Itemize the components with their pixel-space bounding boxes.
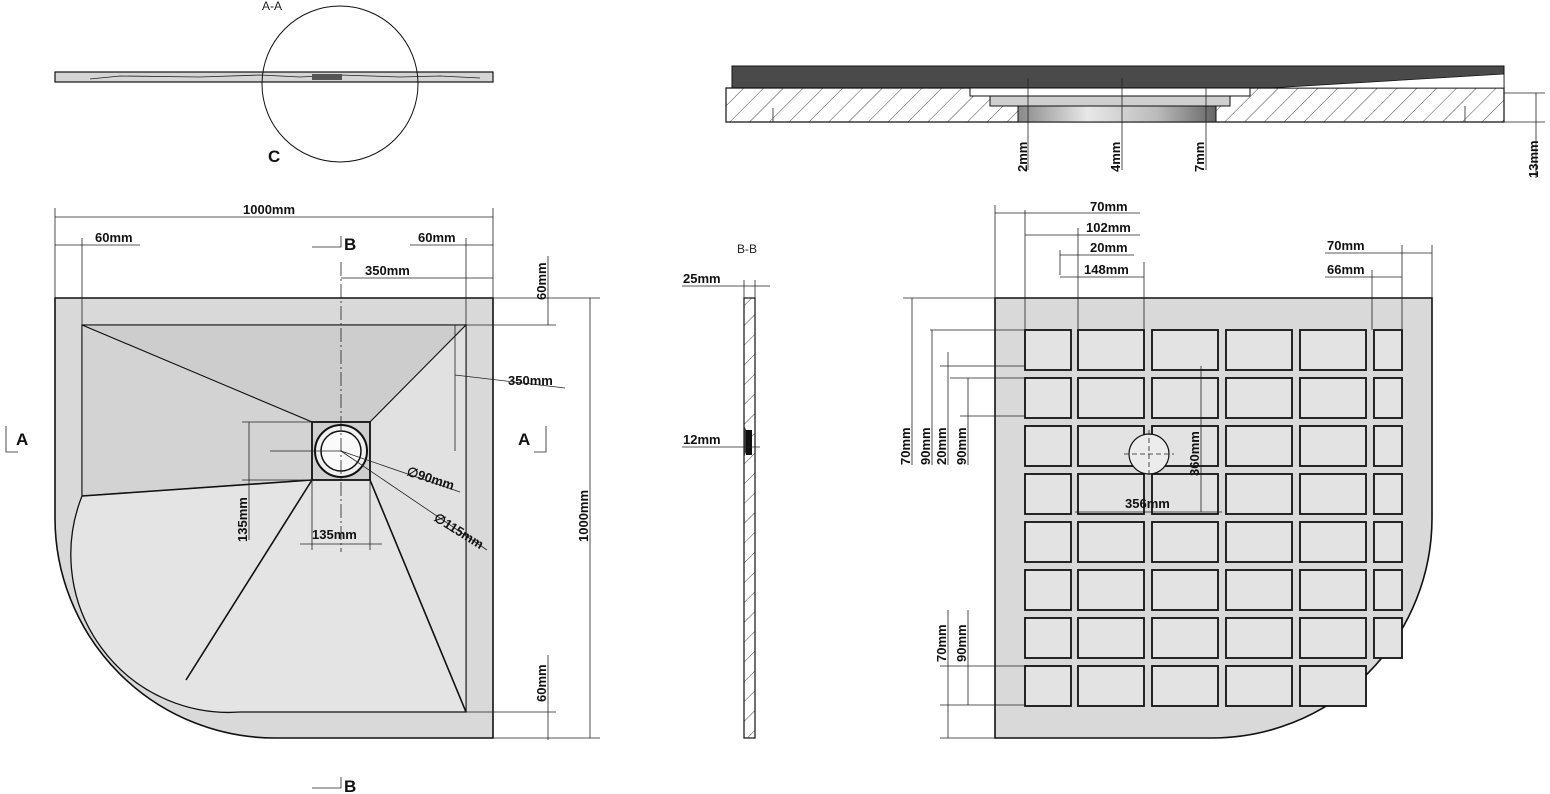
dim-top-102mm: 102mm [1086, 220, 1131, 235]
rib-cell [1024, 617, 1072, 659]
rib-cell [1299, 617, 1367, 659]
rib-cell [1077, 329, 1145, 371]
section-b-marker-bottom: B [344, 777, 356, 794]
dim-top-20mm: 20mm [1090, 240, 1128, 255]
rib-cell [1373, 617, 1403, 659]
rib-cell [1373, 521, 1403, 563]
rib-cell [1299, 665, 1367, 707]
dim-left-bottom-70mm: 70mm [934, 624, 949, 662]
plan-view: 1000mm 60mm 60mm 350mm B B A A 1000mm 60… [5, 202, 600, 794]
dim-left-90mm-b: 90mm [954, 427, 969, 465]
rib-cell [1299, 425, 1367, 467]
dim-margin-left-60mm: 60mm [95, 230, 133, 245]
dim-top-right-70mm: 70mm [1327, 238, 1365, 253]
dim-margin-top-60mm: 60mm [534, 262, 549, 300]
rib-cell [1225, 617, 1293, 659]
dim-hole-360mm: 360mm [1187, 431, 1202, 476]
rib-cell [1373, 425, 1403, 467]
dim-drain-y-350mm: 350mm [508, 373, 553, 388]
dim-height-1000mm: 1000mm [576, 490, 591, 542]
dim-margin-right-60mm: 60mm [418, 230, 456, 245]
rib-cell [1024, 425, 1072, 467]
rib-cell [1225, 569, 1293, 611]
rib-cell [1077, 617, 1145, 659]
dim-hole-356mm: 356mm [1125, 496, 1170, 511]
rib-cell [1225, 329, 1293, 371]
rib-cell [1299, 569, 1367, 611]
section-b-marker-top: B [344, 235, 356, 254]
section-bb-label: B-B [737, 242, 757, 256]
dim-drain-depth-12mm: 12mm [683, 432, 721, 447]
detail-c-label: C [268, 147, 280, 166]
dim-drain-x-350mm: 350mm [365, 263, 410, 278]
rib-cell [1373, 569, 1403, 611]
rib-cell [1077, 521, 1145, 563]
rib-cell [1024, 569, 1072, 611]
rib-cell [1225, 665, 1293, 707]
rib-cell [1151, 473, 1219, 515]
rib-cell [1373, 377, 1403, 419]
dim-top-70mm: 70mm [1090, 199, 1128, 214]
dim-box-h-135mm: 135mm [235, 497, 250, 542]
rib-cell [1151, 377, 1219, 419]
rib-cell [1024, 329, 1072, 371]
rib-cell [1373, 329, 1403, 371]
rib-cell [1299, 521, 1367, 563]
rib-cell [1024, 473, 1072, 515]
rib-cell [1077, 473, 1145, 515]
rib-cell [1024, 521, 1072, 563]
rib-cell [1151, 665, 1219, 707]
section-aa-view: A-A C [54, 0, 494, 166]
rib-cell [1077, 569, 1145, 611]
section-bb-view: B-B 25mm 12mm [682, 242, 770, 739]
rib-cell [1225, 473, 1293, 515]
rib-cell [1299, 473, 1367, 515]
dim-left-bottom-90mm: 90mm [954, 624, 969, 662]
underside-rib-grid [1024, 329, 1403, 707]
section-a-marker-left: A [16, 430, 28, 449]
rib-cell [1151, 329, 1219, 371]
detail-c-view: 2mm 4mm 7mm 13mm [725, 65, 1545, 178]
dim-7mm: 7mm [1192, 142, 1207, 172]
rib-cell [1151, 569, 1219, 611]
dim-top-right-66mm: 66mm [1327, 262, 1365, 277]
dim-box-w-135mm: 135mm [312, 527, 357, 542]
dim-13mm: 13mm [1526, 140, 1541, 178]
section-aa-label: A-A [262, 0, 282, 13]
dim-left-90mm: 90mm [918, 427, 933, 465]
rib-cell [1151, 521, 1219, 563]
rib-cell [1373, 473, 1403, 515]
dim-left-20mm: 20mm [934, 427, 949, 465]
dim-left-70mm: 70mm [898, 427, 913, 465]
dim-margin-bottom-60mm: 60mm [534, 664, 549, 702]
rib-cell [1024, 377, 1072, 419]
section-a-marker-right: A [518, 430, 530, 449]
rib-cell [1299, 377, 1367, 419]
rib-cell [1077, 377, 1145, 419]
dim-4mm: 4mm [1108, 142, 1123, 172]
rib-cell [1151, 617, 1219, 659]
dim-top-148mm: 148mm [1084, 262, 1129, 277]
underside-view: 70mm 102mm 20mm 148mm 70mm 66mm 70mm 90m… [898, 199, 1433, 739]
rib-cell [1024, 665, 1072, 707]
rib-cell [1077, 665, 1145, 707]
dim-thickness-25mm: 25mm [683, 271, 721, 286]
dim-2mm: 2mm [1015, 142, 1030, 172]
rib-cell [1299, 329, 1367, 371]
rib-cell [1225, 377, 1293, 419]
rib-cell [1225, 521, 1293, 563]
dim-width-1000mm: 1000mm [243, 202, 295, 217]
rib-cell [1225, 425, 1293, 467]
